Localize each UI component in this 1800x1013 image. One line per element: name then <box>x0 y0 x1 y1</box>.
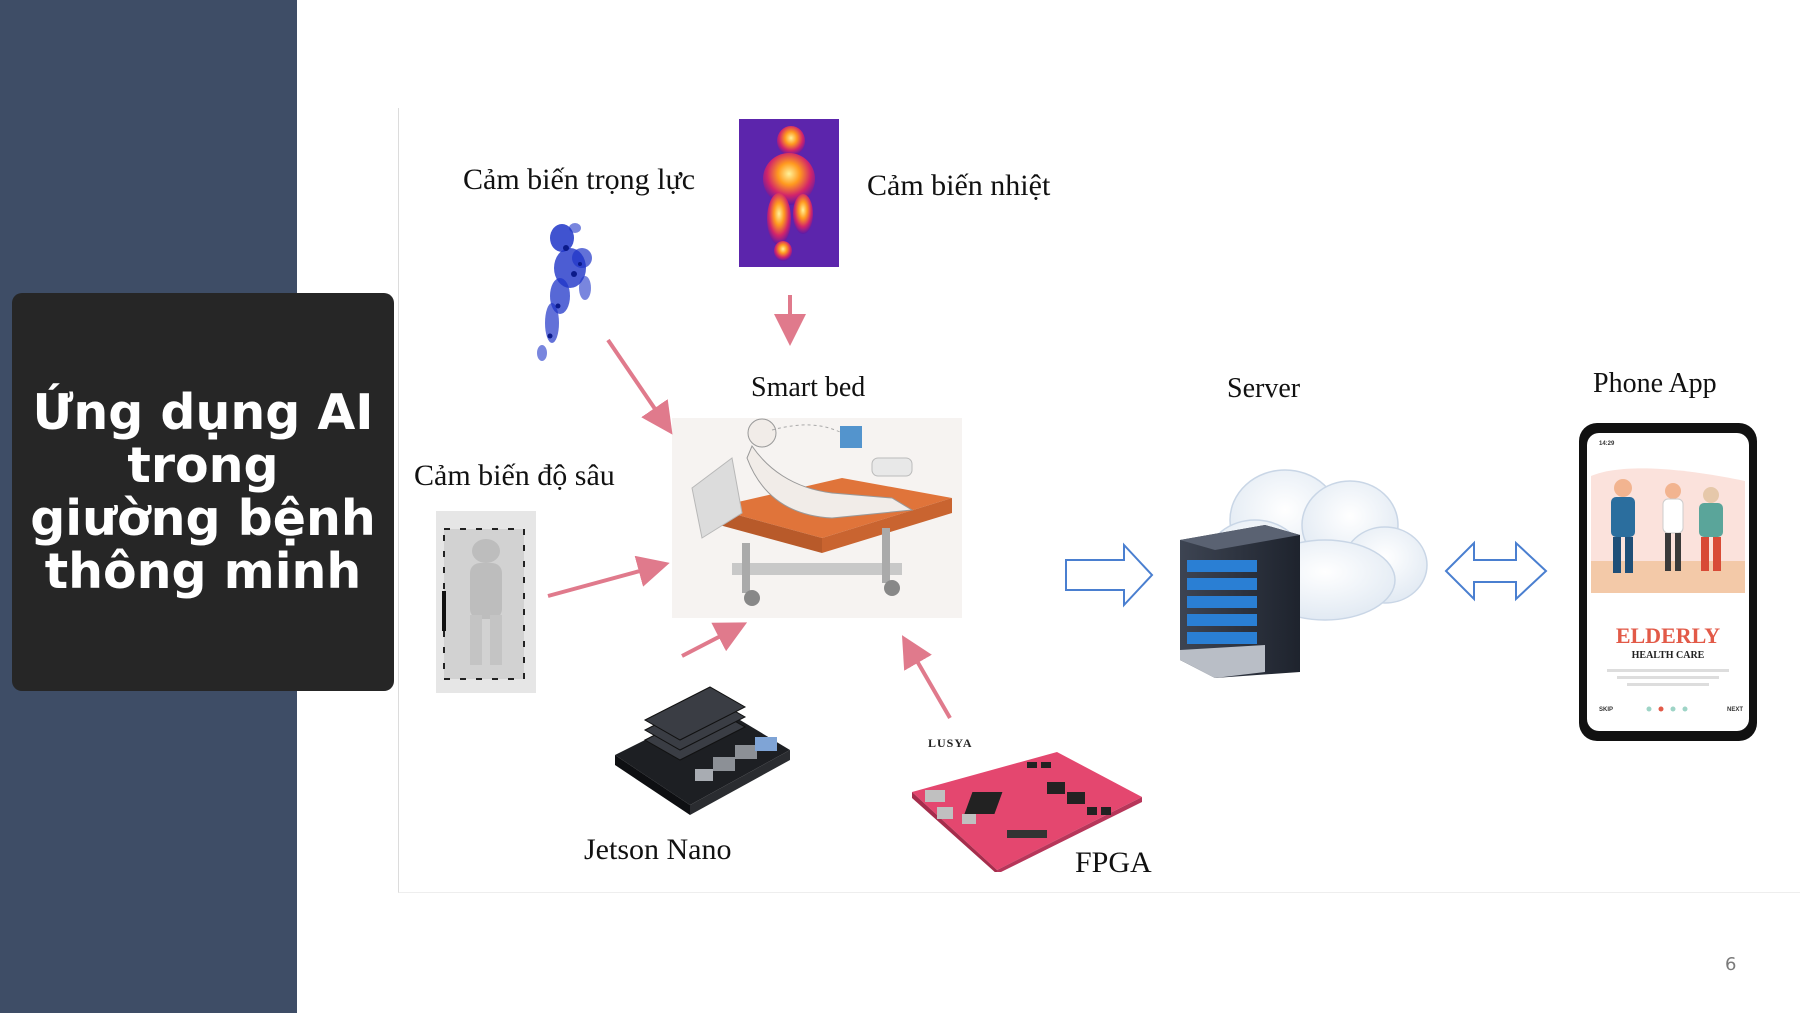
pressure-map-image <box>537 223 592 361</box>
arrow-fpga-to-bed <box>901 635 952 720</box>
page-number: 6 <box>1725 954 1737 975</box>
arrow-jetson-to-bed <box>681 622 748 658</box>
depth-sensor-label: Cảm biến độ sâu <box>414 459 615 492</box>
phone-subtitle: HEALTH CARE <box>1632 650 1705 661</box>
phone-time: 14:29 <box>1599 441 1615 447</box>
phone-app-label: Phone App <box>1593 368 1717 399</box>
fpga-brand-label: LUSYA <box>928 736 973 750</box>
smart-bed-image <box>672 418 962 618</box>
depth-image <box>436 511 536 693</box>
jetson-nano-image <box>615 686 790 815</box>
arrow-bed-to-server <box>1065 542 1154 608</box>
diagram-area <box>398 108 1800 893</box>
weight-sensor-label: Cảm biến trọng lực <box>463 163 696 196</box>
server-label: Server <box>1227 373 1301 404</box>
arrow-depth-to-bed <box>547 555 670 598</box>
thermal-sensor-label: Cảm biến nhiệt <box>867 169 1051 202</box>
title-box: Ứng dụng AI trong giường bệnh thông minh <box>12 293 394 691</box>
slide-title: Ứng dụng AI trong giường bệnh thông minh <box>30 384 376 600</box>
arrow-weight-to-bed <box>606 338 673 435</box>
fpga-image <box>912 752 1142 872</box>
phone-skip: SKIP <box>1599 707 1613 713</box>
phone-brand: ELDERLY <box>1616 623 1720 648</box>
jetson-nano-label: Jetson Nano <box>584 833 732 866</box>
phone-next: NEXT <box>1727 707 1743 713</box>
thermal-image <box>739 119 839 267</box>
smart-bed-label: Smart bed <box>751 372 866 403</box>
server-cloud-image <box>1180 469 1428 678</box>
fpga-label: FPGA <box>1075 846 1152 879</box>
phone-app-image: 14:29 ELDERLY HEALTH CARE SKIP NEXT <box>1579 423 1757 741</box>
arrow-server-phone-bidirectional <box>1444 540 1548 602</box>
